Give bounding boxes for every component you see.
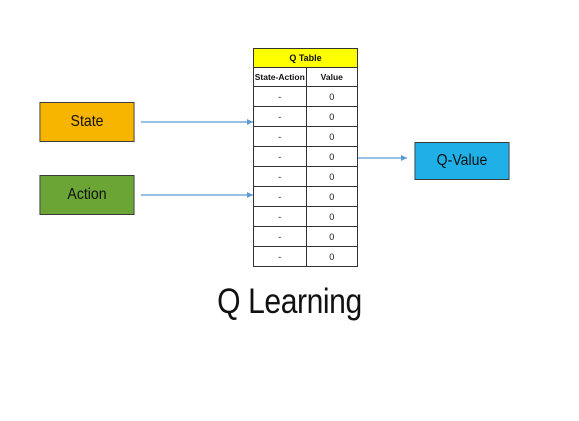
table-row: -0 [253, 246, 359, 267]
value-cell: 0 [305, 246, 359, 267]
state-action-cell: - [253, 206, 307, 227]
action-box: Action [39, 175, 135, 215]
diagram-caption: Q Learning [217, 282, 362, 321]
state-action-cell: - [253, 246, 307, 267]
value-cell: 0 [305, 186, 359, 207]
column-header-state-action: State-Action [253, 67, 307, 87]
table-row: -0 [253, 106, 359, 127]
state-action-cell: - [253, 166, 307, 187]
table-row: -0 [253, 86, 359, 107]
action-label: Action [67, 186, 107, 203]
state-action-cell: - [253, 146, 307, 167]
state-action-cell: - [253, 226, 307, 247]
q-value-label: Q-Value [436, 152, 488, 169]
state-action-cell: - [253, 126, 307, 147]
table-row: -0 [253, 146, 359, 167]
state-label: State [70, 113, 104, 130]
value-cell: 0 [305, 166, 359, 187]
table-row: -0 [253, 226, 359, 247]
column-header-value: Value [305, 67, 359, 87]
value-cell: 0 [305, 206, 359, 227]
value-cell: 0 [305, 226, 359, 247]
state-box: State [39, 102, 135, 142]
value-cell: 0 [305, 106, 359, 127]
value-cell: 0 [305, 126, 359, 147]
q-table-title: Q Table [253, 48, 358, 68]
table-row: -0 [253, 186, 359, 207]
q-value-box: Q-Value [414, 142, 510, 180]
table-row: -0 [253, 126, 359, 147]
value-cell: 0 [305, 86, 359, 107]
table-row: -0 [253, 206, 359, 227]
value-cell: 0 [305, 146, 359, 167]
q-table: Q Table State-Action Value -0 -0 -0 -0 -… [253, 48, 359, 267]
state-action-cell: - [253, 186, 307, 207]
table-row: -0 [253, 166, 359, 187]
state-action-cell: - [253, 86, 307, 107]
state-action-cell: - [253, 106, 307, 127]
